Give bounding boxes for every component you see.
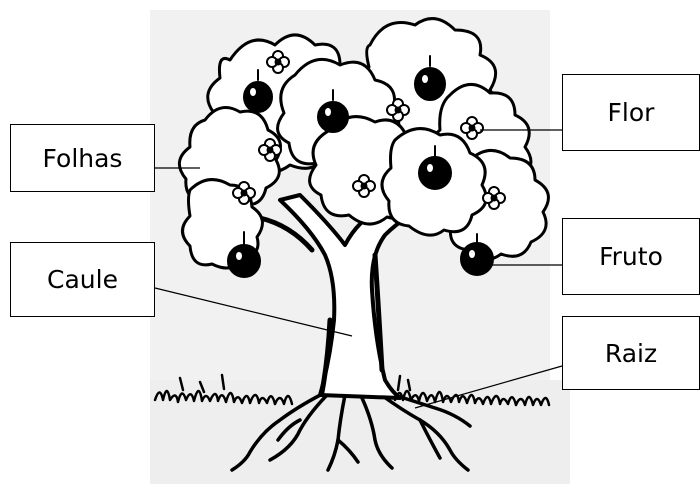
leader-caule (154, 287, 353, 337)
fruits (227, 55, 494, 278)
trunk-shading (257, 215, 385, 395)
leader-raiz (414, 365, 563, 409)
label-folhas: Folhas (10, 124, 155, 192)
label-caule: Caule (10, 242, 155, 317)
flower-2 (386, 98, 410, 122)
flower-4 (258, 138, 282, 162)
label-fruto: Fruto (562, 218, 700, 295)
flower-5 (232, 181, 256, 205)
flowers (232, 50, 506, 210)
flower-6 (352, 174, 376, 198)
grass (153, 373, 551, 407)
label-raiz: Raiz (562, 316, 700, 390)
fruit-4 (418, 145, 452, 190)
fruit-3 (317, 89, 349, 133)
fruit-6 (460, 233, 494, 276)
flower-1 (266, 50, 290, 74)
label-flor: Flor (562, 74, 700, 151)
flower-7 (482, 186, 506, 210)
fruit-5 (227, 231, 261, 278)
leader-lines (154, 129, 563, 409)
fruit-2 (414, 55, 446, 101)
tree-illustration (153, 17, 551, 472)
fruit-1 (243, 69, 273, 113)
